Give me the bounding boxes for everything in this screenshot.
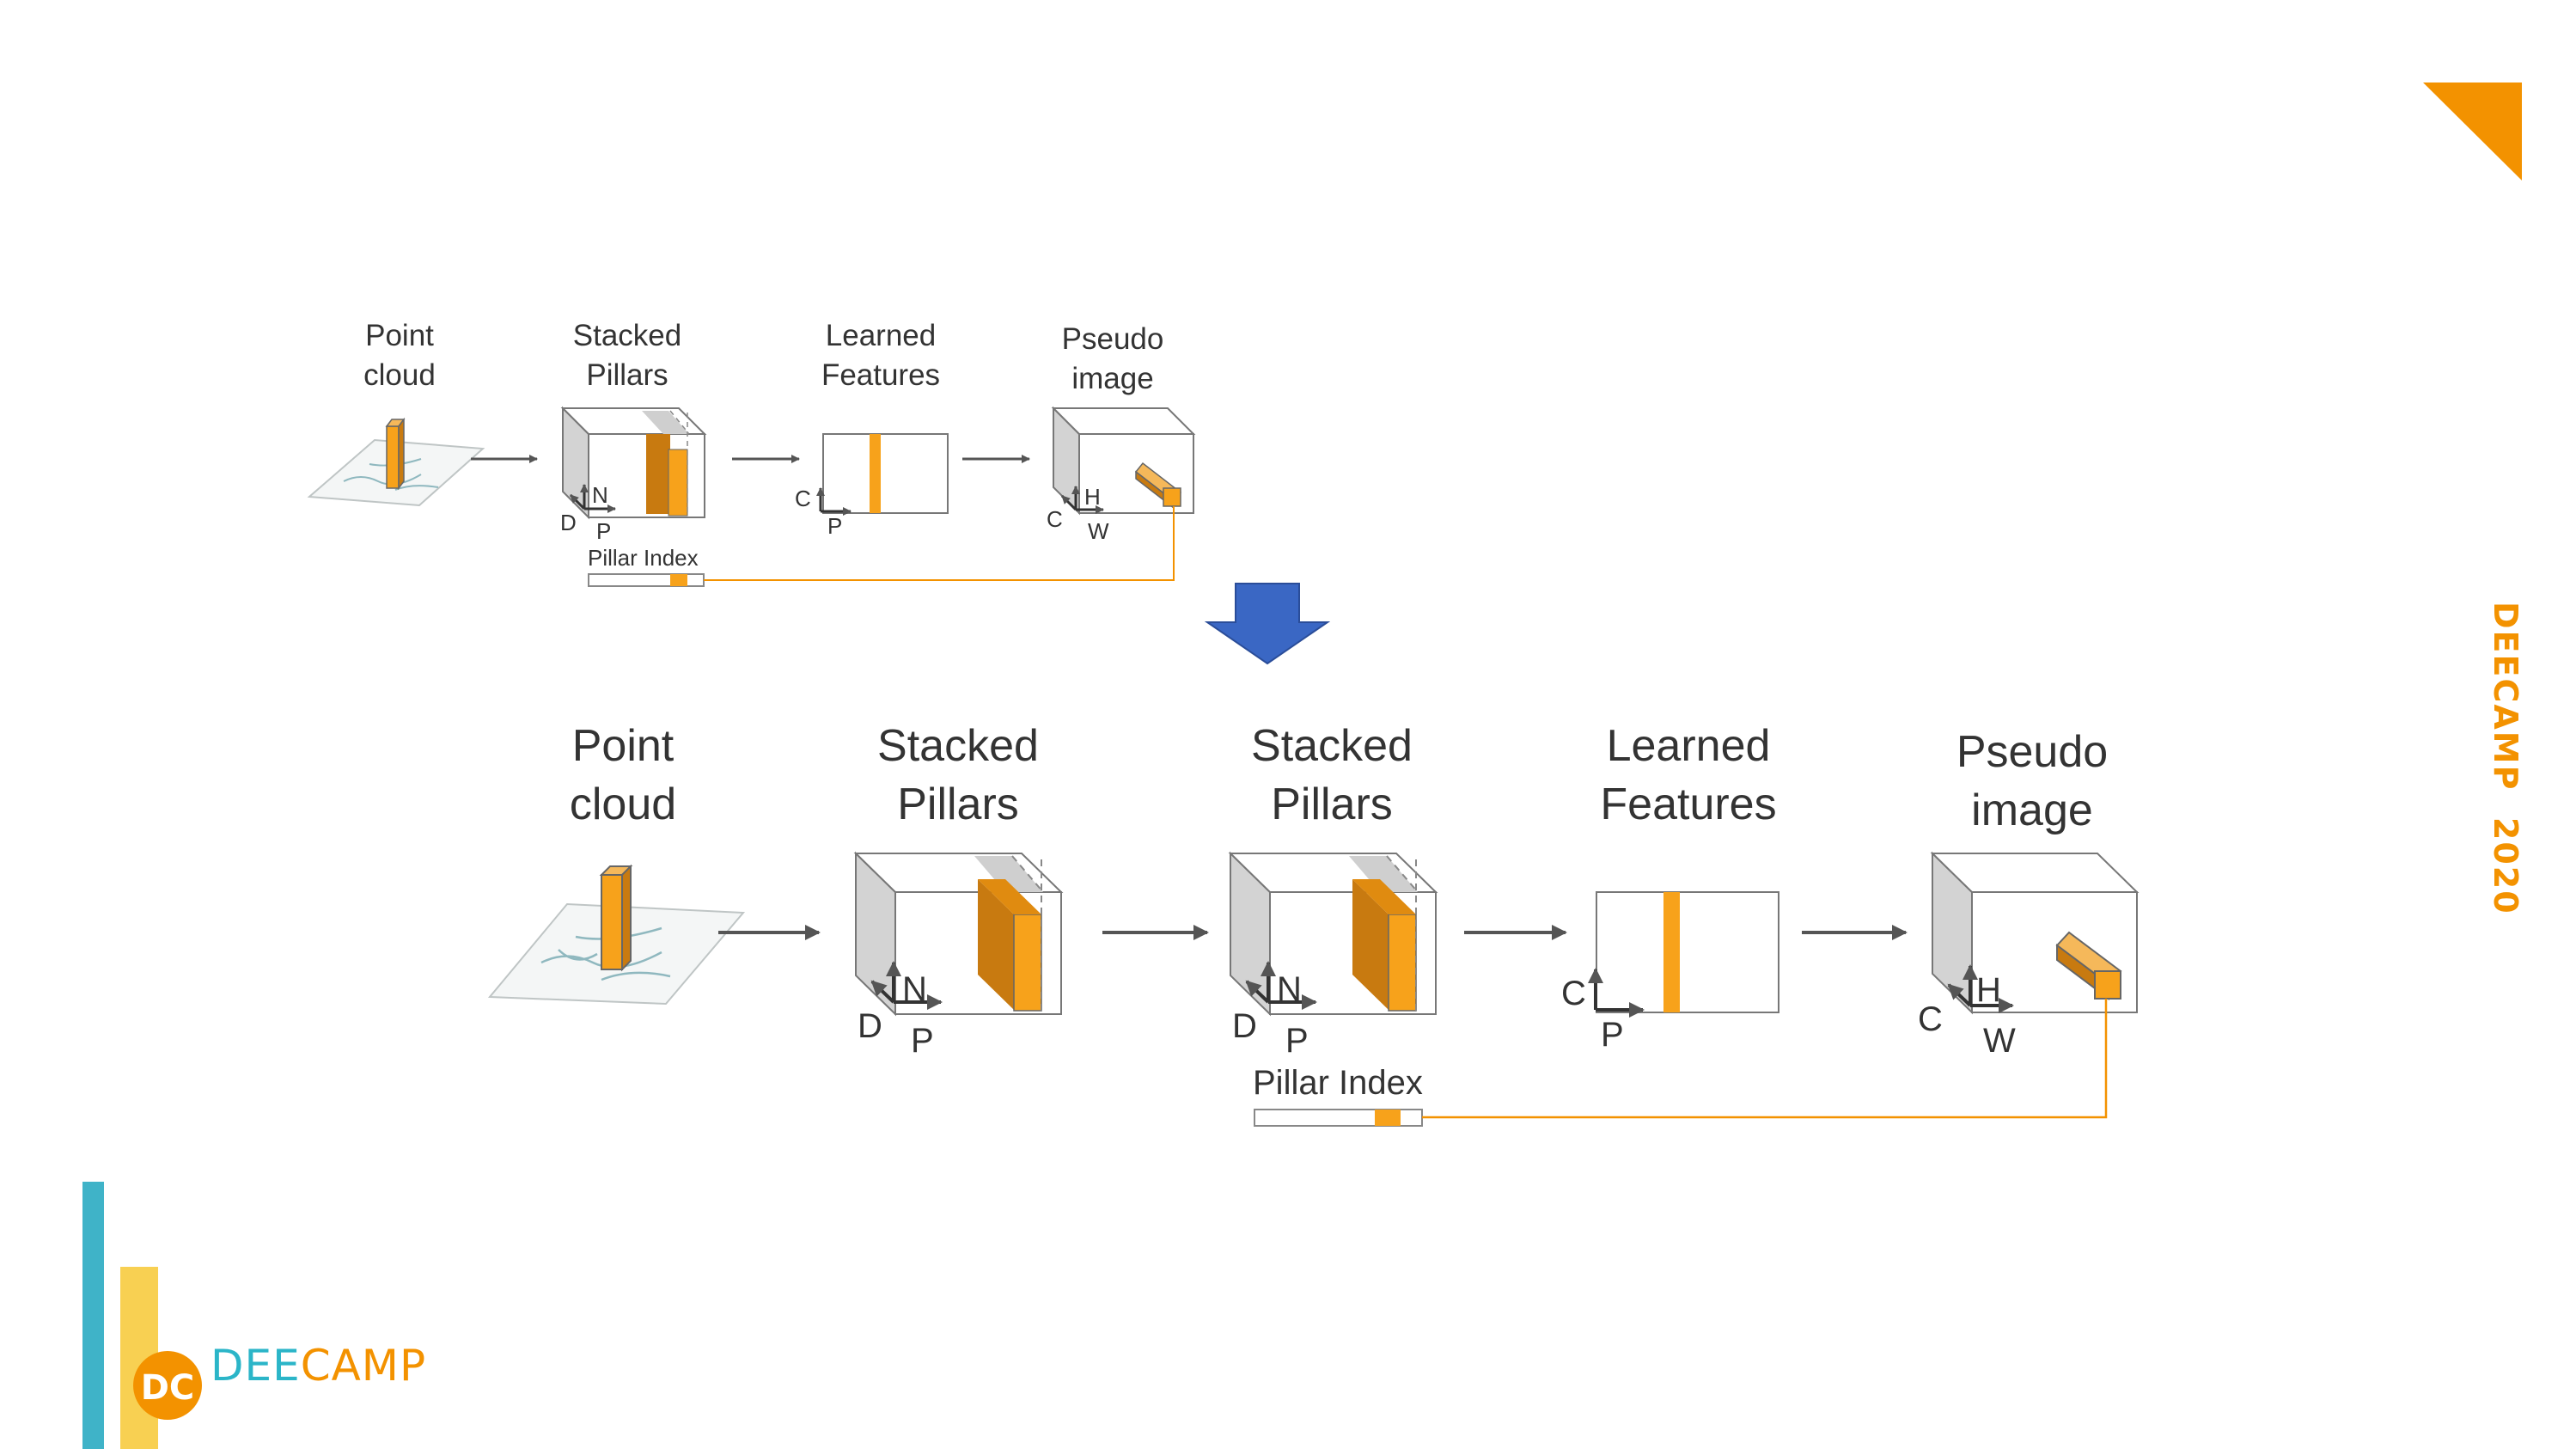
top-diagram: [307, 406, 1196, 587]
corner-triangle: [2423, 83, 2522, 180]
logo-mark-letters: DC: [141, 1368, 195, 1408]
top-point-cloud-graphic: [307, 417, 485, 507]
top-axis-d: D: [560, 510, 577, 535]
top-label-stacked-pillars: Stacked Pillars: [572, 319, 682, 392]
bottom-axis-p-2: P: [1285, 1022, 1309, 1060]
top-label-learned-features: Learned Features: [821, 319, 941, 392]
top-stacked-pillars-cube: [560, 406, 707, 520]
brand-vertical-text: DEECAMP 2020: [2487, 602, 2524, 915]
bottom-pseudo-axis-h: H: [1976, 971, 2001, 1009]
bottom-learned-axis-c: C: [1561, 975, 1586, 1012]
bottom-stacked-pillars-cube-2: [1228, 851, 1438, 1017]
top-pseudo-image-cube: [1051, 406, 1196, 516]
bottom-label-stacked-pillars-1: Stacked Pillars: [877, 721, 1039, 829]
bottom-learned-features-graphic: [1588, 891, 1779, 1018]
top-axis-p: P: [596, 518, 612, 544]
bottom-stacked-pillars-cube-1: [853, 851, 1064, 1017]
accent-bar-teal: [82, 1182, 104, 1449]
bottom-pseudo-image-cube: [1930, 851, 2140, 1015]
bottom-axis-n-1: N: [902, 970, 927, 1008]
bottom-pillar-index-bar: [1254, 999, 2108, 1127]
logo-wordmark-part1: DEE: [211, 1341, 301, 1391]
bottom-learned-axis-p: P: [1601, 1016, 1624, 1054]
logo-wordmark: DEECAMP: [211, 1341, 426, 1391]
bottom-label-stacked-pillars-2: Stacked Pillars: [1251, 721, 1413, 829]
top-label-pseudo-image: Pseudo image: [1061, 322, 1164, 395]
bottom-point-cloud-graphic: [487, 864, 746, 1006]
bottom-axis-p-1: P: [911, 1022, 934, 1060]
bottom-pseudo-axis-w: W: [1983, 1022, 2016, 1060]
top-axis-n: N: [592, 482, 608, 508]
bottom-label-pillar-index: Pillar Index: [1253, 1064, 1423, 1102]
deecamp-logo-icon: DC: [133, 1351, 202, 1420]
logo-wordmark-part2: CAMP: [300, 1341, 427, 1391]
bottom-axis-d-2: D: [1232, 1007, 1257, 1045]
top-label-point-cloud: Point cloud: [363, 319, 436, 392]
bottom-axis-d-1: D: [858, 1007, 882, 1045]
bottom-pseudo-axis-c: C: [1918, 1000, 1943, 1038]
top-pillar-index-bar: [588, 506, 1175, 587]
top-learned-features-graphic: [816, 433, 949, 516]
top-label-pillar-index: Pillar Index: [588, 545, 699, 571]
transform-arrow-icon: [1204, 583, 1331, 665]
bottom-diagram: [487, 851, 2140, 1127]
bottom-label-learned-features: Learned Features: [1600, 721, 1777, 829]
top-pseudo-axis-c: C: [1047, 506, 1063, 532]
bottom-label-pseudo-image: Pseudo image: [1956, 727, 2109, 835]
top-learned-axis-p: P: [827, 513, 843, 539]
top-learned-axis-c: C: [795, 486, 811, 511]
top-pseudo-axis-h: H: [1084, 484, 1101, 510]
bottom-axis-n-2: N: [1277, 970, 1302, 1008]
bottom-label-point-cloud: Point cloud: [569, 721, 677, 829]
top-pseudo-axis-w: W: [1088, 518, 1109, 544]
